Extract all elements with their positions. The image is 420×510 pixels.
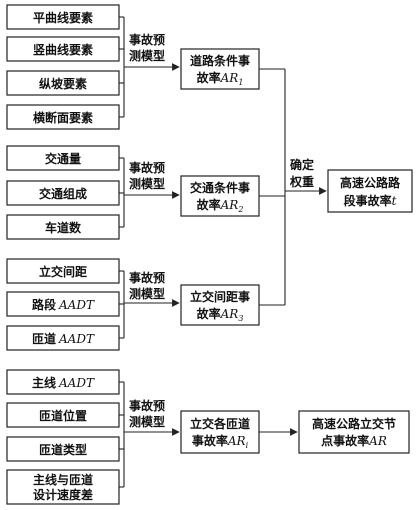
input-box [6,402,120,428]
output-label-rate: 故率AR2 [197,197,244,214]
segment-crash-rate-label: 段事故率t [344,193,397,208]
model-label: 测模型 [129,48,165,63]
weight-label: 权重 [289,174,314,189]
input-label: 横断面要素 [33,110,93,125]
input-label: 竖曲线要素 [33,42,93,57]
node-crash-rate-box [298,410,410,454]
input-label: 交通量 [45,151,81,166]
group-road-conditions: 平曲线要素 竖曲线要素 纵坡要素 横断面要素 事故预 测模型 道路条件事 故率A… [6,4,260,130]
segment-crash-rate-box [327,169,413,213]
input-label: 平曲线要素 [33,10,93,25]
input-label: 车道数 [45,220,82,235]
output-label: 道路条件事 [190,53,250,68]
input-label: 交通组成 [39,186,87,201]
input-box [6,436,120,462]
output-label: 交通条件事 [190,180,250,195]
model-label: 测模型 [129,176,165,191]
output-label: 立交间距事 [190,289,250,304]
model-label: 测模型 [129,414,165,429]
output-box-ar3 [180,284,260,326]
input-label: 立交间距 [39,264,87,279]
input-box [6,36,120,62]
segment-crash-rate-label: 高速公路路 [340,175,401,190]
model-label: 测模型 [129,286,165,301]
input-box [6,4,120,30]
input-box [6,145,120,171]
output-label: 立交各匝道 [190,416,250,431]
input-label: 设计速度差 [33,487,93,502]
model-label: 事故预 [129,398,165,413]
group-traffic-conditions: 交通量 交通组成 车道数 事故预 测模型 交通条件事 故率AR2 [6,145,260,240]
node-crash-rate-label: 高速公路立交节 [312,416,396,431]
output-label-rate: 故率AR3 [197,306,244,323]
input-box [6,325,120,351]
input-box [6,180,120,206]
output-box-ar2 [180,175,260,217]
node-crash-rate-label: 点事故率AR [321,433,387,448]
input-box [6,70,120,96]
input-label: 匝道类型 [39,442,87,457]
input-box [6,291,120,317]
input-label: 匝道位置 [39,408,87,423]
output-box-ar1 [180,48,260,90]
input-label: 纵坡要素 [39,76,87,91]
model-label: 事故预 [129,270,165,285]
input-box [6,214,120,240]
input-label: 主线与匝道 [33,472,93,487]
model-label: 事故预 [129,32,165,47]
output-label-rate: 事故率ARi [192,433,249,450]
merge-to-segment: 确定 权重 高速公路路 段事故率t [259,68,413,306]
input-box [6,369,120,395]
model-label: 事故预 [129,160,165,175]
output-label-rate: 故率AR1 [197,70,244,87]
weight-label: 确定 [290,157,314,172]
